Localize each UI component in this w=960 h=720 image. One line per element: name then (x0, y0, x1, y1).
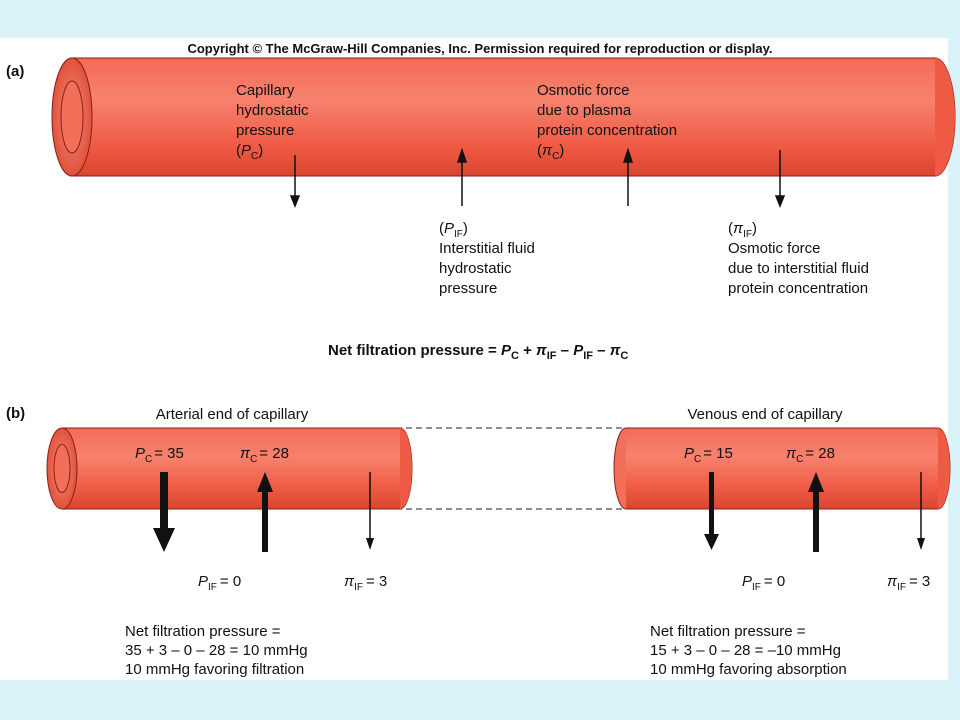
venous-piif-label: πIF= 3 (887, 573, 930, 593)
arterial-pc-label: PC= 35 (135, 445, 184, 465)
pc-line-3: pressure (236, 122, 294, 139)
piif-label-a: (πIF) Osmotic force due to interstitial … (728, 220, 869, 297)
arterial-title: Arterial end of capillary (156, 406, 309, 423)
net-filtration-equation: Net filtration pressure = PC + πIF – PIF… (328, 342, 628, 362)
arterial-piif-arrow-head (366, 538, 374, 550)
panel-a-label: (a) (6, 63, 24, 80)
venous-net-filtration: Net filtration pressure = 15 + 3 – 0 – 2… (650, 623, 847, 678)
arrows-a (289, 147, 786, 209)
pc-label-a: Capillary hydrostatic pressure (PC) (236, 82, 309, 162)
venous-pif-label: PIF= 0 (742, 573, 785, 593)
arterial-net-line-3: 10 mmHg favoring filtration (125, 661, 304, 678)
arterial-pc-arrow-shaft (160, 472, 168, 530)
arterial-net-filtration: Net filtration pressure = 35 + 3 – 0 – 2… (125, 623, 308, 678)
pic-line-3: protein concentration (537, 122, 677, 139)
venous-net-line-1: Net filtration pressure = (650, 623, 806, 640)
pic-arrow-up-a-head (622, 147, 634, 163)
venous-title: Venous end of capillary (687, 406, 843, 423)
piif-line-2: due to interstitial fluid (728, 260, 869, 277)
pic-label-a: Osmotic force due to plasma protein conc… (537, 82, 677, 162)
arrows-arterial (153, 472, 374, 552)
copyright-notice: Copyright © The McGraw-Hill Companies, I… (187, 41, 772, 56)
pc-line-1: Capillary (236, 82, 295, 99)
pif-label-a: (PIF) Interstitial fluid hydrostatic pre… (439, 220, 535, 297)
arterial-pc-arrow-head (153, 528, 175, 552)
pc-line-2: hydrostatic (236, 102, 309, 119)
venous-pc-label: PC= 15 (684, 445, 733, 465)
venous-piif-arrow-head (917, 538, 925, 550)
pif-arrow-up-a-head (456, 147, 468, 163)
venous-net-line-2: 15 + 3 – 0 – 28 = –10 mmHg (650, 642, 841, 659)
pif-symbol-a: (PIF) (439, 220, 468, 240)
arterial-pic-label: πC= 28 (240, 445, 289, 465)
arterial-pif-label: PIF= 0 (198, 573, 241, 593)
venous-pic-arrow-shaft (813, 490, 819, 552)
piif-line-3: protein concentration (728, 280, 868, 297)
pc-arrow-down-a-head (289, 195, 301, 209)
capillary-vessel-venous (613, 427, 951, 510)
panel-b-label: (b) (6, 405, 25, 422)
capillary-vessel-arterial (46, 427, 413, 510)
pif-line-3: pressure (439, 280, 497, 297)
arterial-net-line-1: Net filtration pressure = (125, 623, 281, 640)
venous-pc-arrow-shaft (709, 472, 714, 536)
piif-line-1: Osmotic force (728, 240, 821, 257)
arrows-venous (704, 472, 925, 552)
vessel-gap-dashes (396, 427, 622, 510)
arterial-pic-arrow-head (257, 472, 273, 492)
pif-line-1: Interstitial fluid (439, 240, 535, 257)
venous-pic-label: πC= 28 (786, 445, 835, 465)
piif-symbol-a: (πIF) (728, 220, 757, 240)
piif-arrow-down-a-head (774, 195, 786, 209)
pif-line-2: hydrostatic (439, 260, 512, 277)
arterial-pic-arrow-shaft (262, 490, 268, 552)
arterial-net-line-2: 35 + 3 – 0 – 28 = 10 mmHg (125, 642, 308, 659)
venous-net-line-3: 10 mmHg favoring absorption (650, 661, 847, 678)
pic-line-1: Osmotic force (537, 82, 630, 99)
capillary-vessel-a (51, 57, 956, 177)
venous-pc-arrow-head (704, 534, 719, 550)
venous-pic-arrow-head (808, 472, 824, 492)
pic-line-2: due to plasma (537, 102, 632, 119)
arterial-piif-label: πIF= 3 (344, 573, 387, 593)
